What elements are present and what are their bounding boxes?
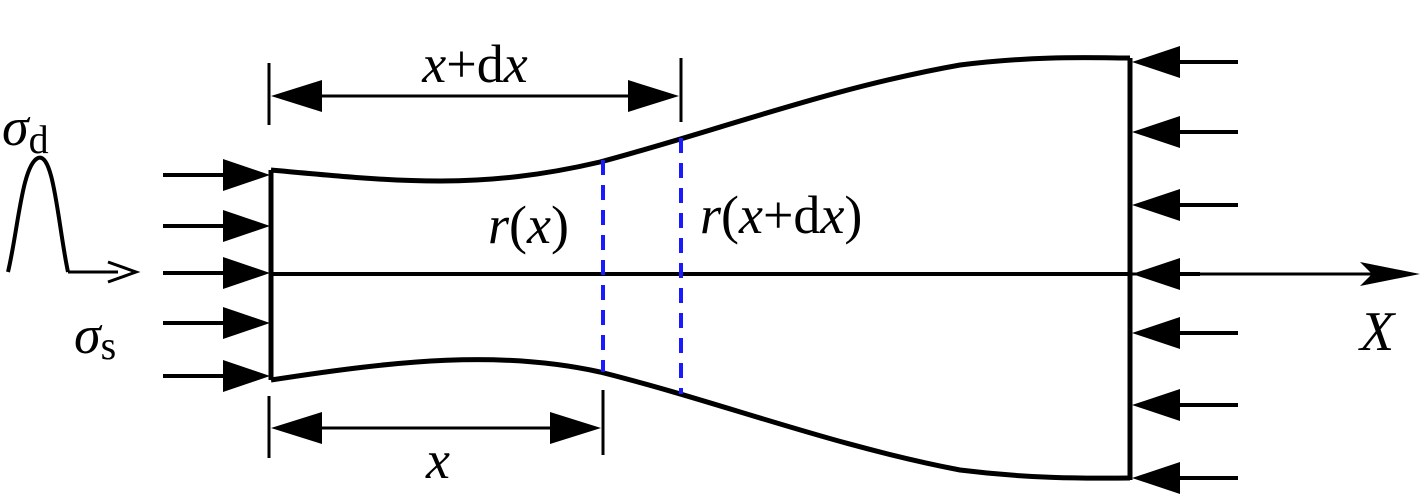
label-r-x: r(x) [488, 195, 569, 255]
sigma-d-label: σd [2, 97, 49, 162]
label-r-x-plus-dx: r(x+dx) [700, 185, 862, 245]
reaction-load-arrows [1132, 46, 1238, 494]
right-arrow [1132, 258, 1200, 290]
incident-load-arrows [163, 159, 270, 392]
right-arrow [1132, 189, 1238, 221]
left-arrow [163, 307, 270, 339]
right-arrow [1132, 462, 1238, 494]
left-arrow [163, 159, 270, 191]
right-arrow [1132, 46, 1238, 78]
left-arrow [163, 210, 270, 242]
label-x-plus-dx: x+dx [421, 34, 527, 94]
x-axis-label: X [1358, 301, 1397, 363]
right-arrow [1132, 389, 1238, 421]
sigma-s-label: σs [74, 305, 116, 368]
right-arrow [1132, 116, 1238, 148]
bar-bottom-edge [270, 357, 1131, 481]
bar-outline [268, 55, 1133, 481]
left-arrow [163, 257, 270, 289]
pulse-waveform-icon [6, 155, 141, 284]
right-arrow [1132, 317, 1238, 349]
dimension-x [267, 390, 605, 458]
dimension-x-plus-dx [267, 58, 683, 125]
left-arrow [163, 360, 270, 392]
label-x: x [425, 430, 450, 490]
bar-top-edge [270, 55, 1131, 184]
